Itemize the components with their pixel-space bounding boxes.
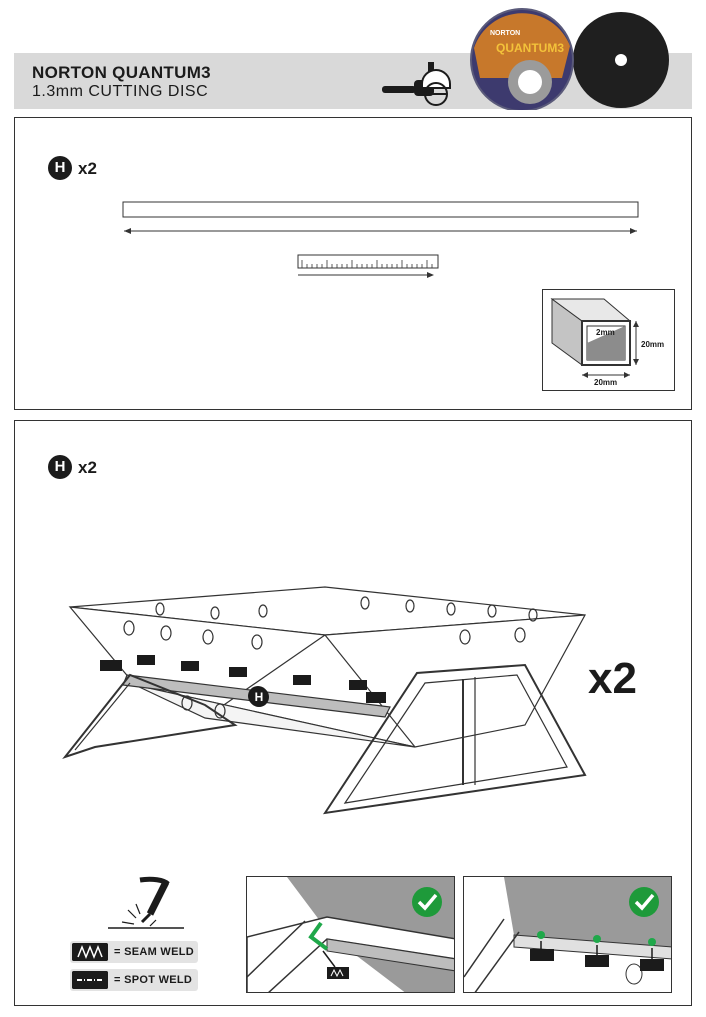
step-1-quantity: x2 <box>78 159 97 178</box>
assembly-quantity: x2 <box>588 654 637 703</box>
disc-product-text: QUANTUM3 <box>496 41 564 55</box>
step-2-quantity: x2 <box>78 458 97 477</box>
spot-weld-detail <box>463 876 672 993</box>
spot-weld-icon <box>72 971 108 989</box>
part-h-badge: H <box>48 156 72 180</box>
legend-spot-weld: = SPOT WELD <box>70 969 198 991</box>
product-name: NORTON QUANTUM3 <box>32 63 211 82</box>
welding-torch-icon <box>108 876 184 929</box>
angle-grinder-icon <box>382 62 451 106</box>
seam-weld-detail <box>246 876 455 993</box>
tube-height-label: 20mm <box>641 340 665 349</box>
seam-weld-label: = SEAM WELD <box>114 946 194 958</box>
wall-thickness-label: 2mm <box>596 328 615 337</box>
spot-weld-label: = SPOT WELD <box>114 974 193 986</box>
seam-weld-icon <box>72 943 108 961</box>
part-h-badge: H <box>48 455 72 479</box>
rail-h-badge: H <box>249 687 269 707</box>
fire-pit-assembly-diagram <box>62 586 587 815</box>
tube-width-label: 20mm <box>594 378 618 387</box>
legend-seam-weld: = SEAM WELD <box>70 941 198 963</box>
tube-cut-diagram <box>122 201 639 278</box>
ruler-ticks <box>301 260 433 268</box>
cutting-disc-image: NORTON QUANTUM3 <box>470 8 669 110</box>
tube-profile-diagram <box>542 289 675 391</box>
product-description: 1.3mm CUTTING DISC <box>32 83 209 100</box>
disc-brand-text: NORTON <box>490 30 520 37</box>
